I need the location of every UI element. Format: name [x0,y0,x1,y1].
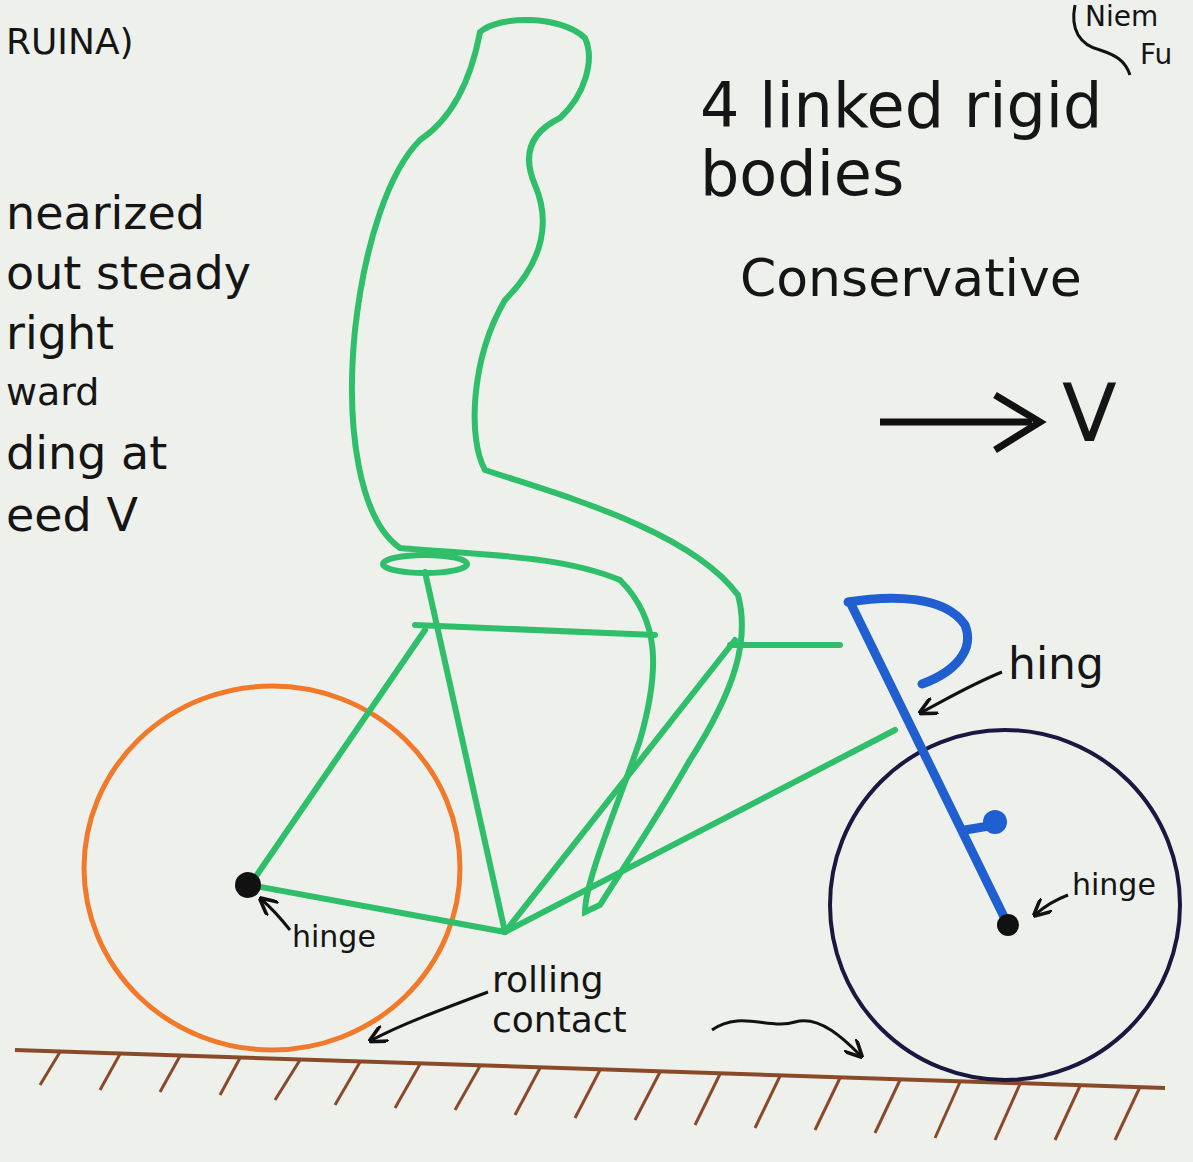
contact-label: rolling contact [492,960,682,1039]
rider-outline [352,20,742,912]
note-text: nearized [6,188,205,239]
velocity-arrow [880,419,1032,426]
rear-wheel [84,686,460,1050]
bike-frame [250,555,895,932]
heading-note: 4 linked rigid bodies [700,72,1140,208]
front-fork [848,598,1008,925]
leader-lines [262,5,1130,1055]
note-text: out steady [6,248,251,299]
velocity-arrowhead [995,395,1040,450]
note-text: Conservative [740,250,1082,307]
note-text: eed V [6,490,138,541]
note-text: Fu [1140,40,1172,71]
velocity-label: V [1062,370,1117,458]
note-text: RUINA) [6,22,134,62]
hinge-label: hing [1008,640,1104,688]
note-text: ding at [6,428,167,479]
note-text: Niem [1085,2,1158,33]
ground-hatch [40,1052,1140,1140]
note-text: ward [6,372,99,414]
hinge-label: hinge [292,920,376,953]
hinge-label: hinge [1072,868,1156,901]
ground-line [15,1050,1165,1088]
rear-hinge-dot [235,872,261,898]
fork-knob [983,810,1007,834]
note-text: right [6,308,114,359]
front-hinge-dot [997,914,1019,936]
front-wheel [830,730,1180,1080]
